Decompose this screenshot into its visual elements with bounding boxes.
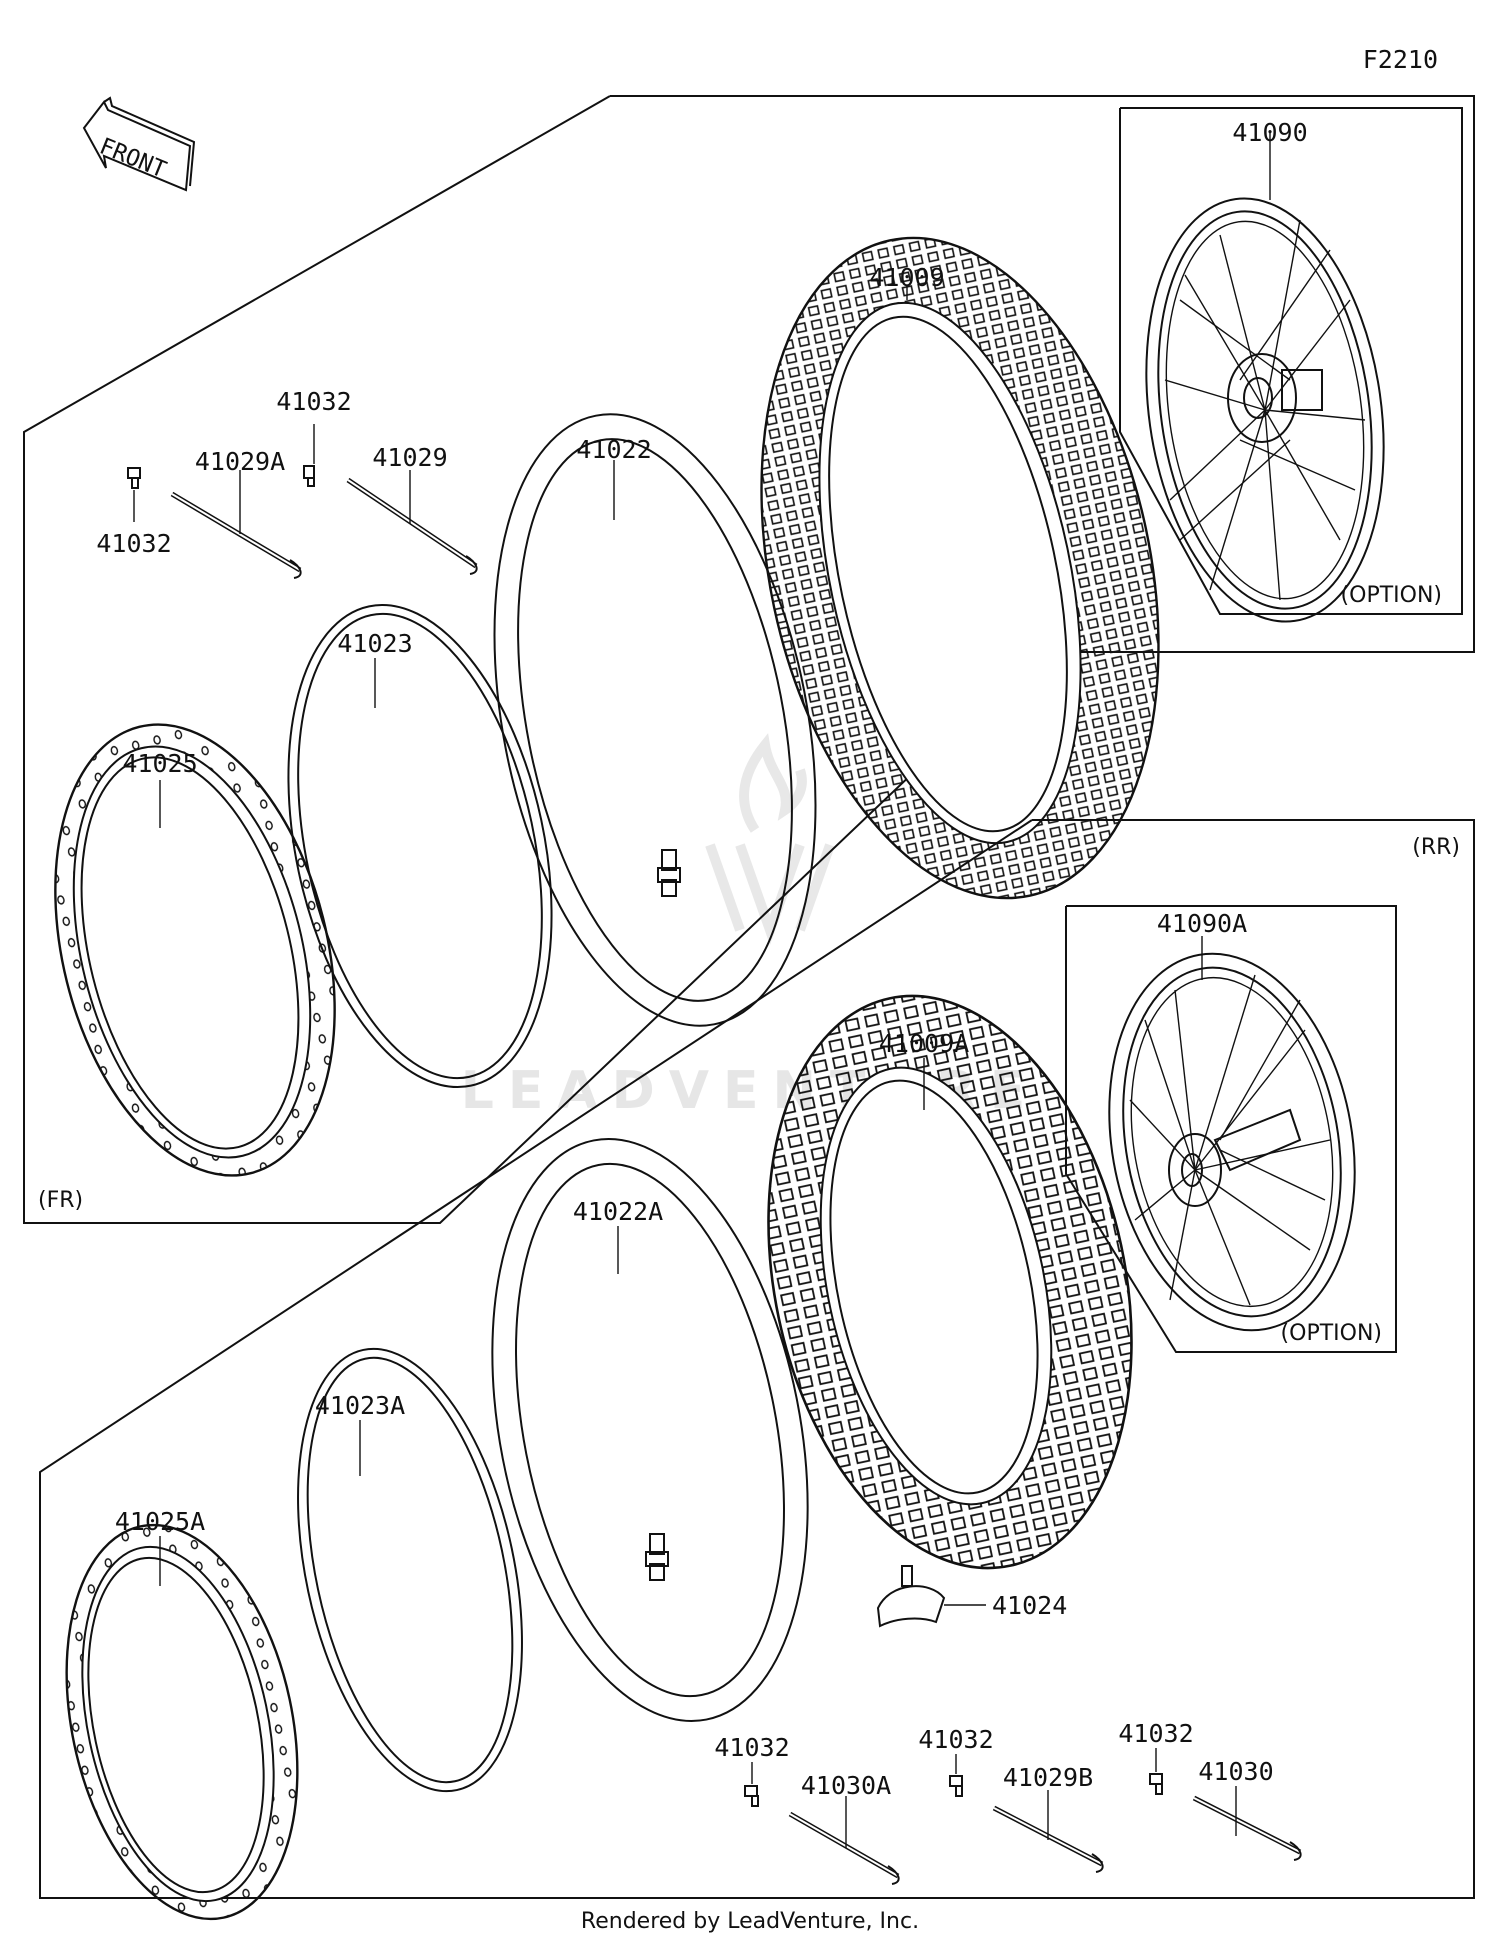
spoke-41029A (170, 491, 302, 579)
part-number-41025A[interactable]: 41025A (115, 1507, 205, 1536)
spoke-nipple-icon (744, 1785, 759, 1807)
part-number-41030[interactable]: 41030 (1198, 1757, 1273, 1786)
front-arrow-label: FRONT (96, 133, 170, 183)
front-direction-arrow-icon: FRONT (82, 96, 196, 192)
front-rim: 41025 (54, 723, 336, 1177)
front-tire: 41009 (760, 236, 1160, 900)
rear-option-label: (OPTION) (1281, 1321, 1382, 1346)
rear-rim-lock: 41024 (876, 1565, 1067, 1628)
part-number-41023[interactable]: 41023 (337, 629, 412, 658)
rear-tire: 41009A (767, 994, 1133, 1570)
part-number-41030A[interactable]: 41030A (801, 1771, 891, 1800)
part-number-41022A[interactable]: 41022A (573, 1197, 663, 1226)
part-number-41029A[interactable]: 41029A (195, 447, 285, 476)
part-number-41032-top[interactable]: 41032 (276, 387, 351, 416)
part-number-41090A[interactable]: 41090A (1157, 909, 1247, 938)
part-number-41009A[interactable]: 41009A (879, 1029, 969, 1058)
front-wheel-assembly: 41090 (1145, 118, 1385, 623)
part-number-41024[interactable]: 41024 (992, 1591, 1067, 1620)
part-number-41032-left[interactable]: 41032 (96, 529, 171, 558)
diagram-id: F2210 (1363, 45, 1438, 74)
front-option-label: (OPTION) (1341, 583, 1442, 608)
part-number-41032-rear-1[interactable]: 41032 (714, 1733, 789, 1762)
spoke-41029 (346, 477, 478, 575)
front-section-label: (FR) (38, 1188, 83, 1213)
rear-section-frame (39, 819, 1475, 1899)
part-number-41023A[interactable]: 41023A (315, 1391, 405, 1420)
spoke-41030A (788, 1811, 900, 1885)
front-option-box (1119, 107, 1463, 615)
part-number-41032-rear-3[interactable]: 41032 (1118, 1719, 1193, 1748)
rear-inner-tube: 41022A (491, 1138, 809, 1722)
spoke-nipple-icon (303, 465, 315, 487)
part-number-41090[interactable]: 41090 (1232, 118, 1307, 147)
rear-section-label: (RR) (1412, 835, 1460, 860)
spoke-nipple-icon (127, 467, 141, 489)
part-number-41025[interactable]: 41025 (122, 749, 197, 778)
rear-spokes: 41032 41030A 41032 41029B 41032 (714, 1719, 1302, 1885)
front-inner-tube: 41022 (493, 413, 817, 1027)
front-section-frame (23, 95, 1475, 1224)
rear-tube-valve-icon (645, 1533, 669, 1581)
spoke-nipple-icon (949, 1775, 963, 1797)
part-number-41022[interactable]: 41022 (576, 435, 651, 464)
rear-wheel-assembly: 41090A (1108, 909, 1356, 1332)
part-number-41032-rear-2[interactable]: 41032 (918, 1725, 993, 1754)
rear-rim-band: 41023A (297, 1347, 523, 1793)
rear-rim: 41025A (65, 1507, 299, 1921)
footer-credit: Rendered by LeadVenture, Inc. (581, 1909, 919, 1934)
part-number-41029[interactable]: 41029 (372, 443, 447, 472)
front-spokes: 41032 41032 41029A 41029 (96, 387, 478, 579)
front-tube-valve-icon (657, 849, 681, 897)
part-number-41029B[interactable]: 41029B (1003, 1763, 1093, 1792)
spoke-41030 (1192, 1795, 1302, 1861)
spoke-nipple-icon (1149, 1773, 1163, 1795)
watermark-logo-icon (705, 733, 835, 946)
part-number-41009[interactable]: 41009 (869, 263, 944, 292)
